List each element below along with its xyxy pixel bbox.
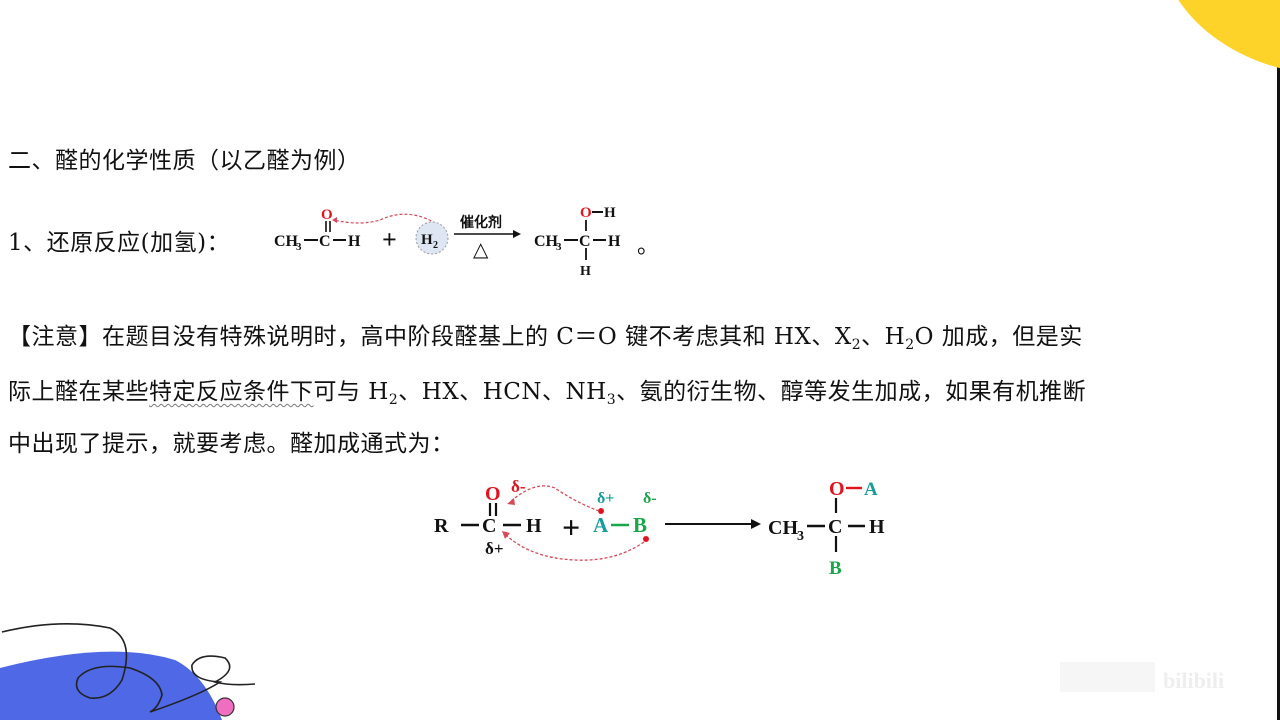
reduction-label: 1、还原反应(加氢)： [8, 230, 231, 256]
right-border [1277, 0, 1280, 720]
reactant-oxygen: O [321, 207, 333, 223]
reactant-carbon: C [319, 233, 331, 250]
delta-minus-b: δ- [643, 490, 657, 507]
svg-text:O: O [580, 205, 592, 221]
delta-minus-o: δ- [511, 477, 526, 496]
product-carbon: C [579, 233, 591, 250]
bottom-left-decoration [0, 623, 256, 720]
plus-sign: + [382, 225, 397, 254]
svg-text:O: O [829, 478, 845, 500]
yellow-corner-decoration [1178, 0, 1280, 69]
svg-text:H: H [526, 515, 542, 537]
underlined-phrase: 特定反应条件下 [149, 379, 314, 405]
reagent-b: B [633, 513, 647, 537]
svg-text:H: H [580, 264, 591, 279]
reduction-period: 。 [637, 234, 660, 259]
svg-text:C: C [828, 516, 842, 538]
svg-text:CH: CH [534, 233, 559, 250]
svg-text:+: + [562, 509, 580, 545]
h2-molecule: H [421, 232, 433, 248]
delta-plus-a: δ+ [597, 490, 614, 507]
section-heading: 二、醛的化学性质（以乙醛为例） [8, 148, 361, 174]
carbonyl-oxygen: O [485, 483, 501, 505]
svg-text:bilibili: bilibili [1163, 668, 1224, 693]
svg-text:H: H [604, 205, 616, 221]
svg-text:3: 3 [296, 241, 302, 253]
svg-text:H: H [869, 516, 885, 538]
svg-text:3: 3 [797, 529, 804, 544]
svg-text:A: A [864, 479, 878, 500]
reduction-equation: CH 3 C O H + H 2 催化剂 △ CH 3 C O H H H [274, 205, 621, 279]
general-addition-equation: R C O δ- H δ+ + A δ+ B δ- CH 3 C O A H B [434, 477, 885, 579]
bilibili-watermark: bilibili [1060, 662, 1224, 693]
note-line-3: 中出现了提示，就要考虑。醛加成通式为： [8, 431, 455, 457]
svg-text:2: 2 [433, 240, 438, 251]
catalyst-label: 催化剂 [460, 214, 502, 231]
note-line-1: 【注意】在题目没有特殊说明时，高中阶段醛基上的 C＝O 键不考虑其和 HX、X2… [8, 324, 1083, 353]
svg-text:CH: CH [768, 517, 798, 539]
heat-symbol: △ [473, 239, 489, 261]
svg-text:H: H [608, 233, 621, 250]
svg-text:3: 3 [556, 241, 562, 253]
reagent-a: A [593, 513, 609, 537]
reactant-ch3: CH [274, 233, 299, 250]
svg-text:B: B [829, 558, 842, 579]
carbonyl-carbon: C [482, 515, 496, 537]
svg-text:H: H [348, 233, 361, 250]
delta-plus-c: δ+ [485, 539, 504, 558]
svg-text:R: R [434, 515, 449, 537]
note-line-2: 际上醛在某些特定反应条件下可与 H2、HX、HCN、NH3、氨的衍生物、醇等发生… [8, 379, 1087, 408]
